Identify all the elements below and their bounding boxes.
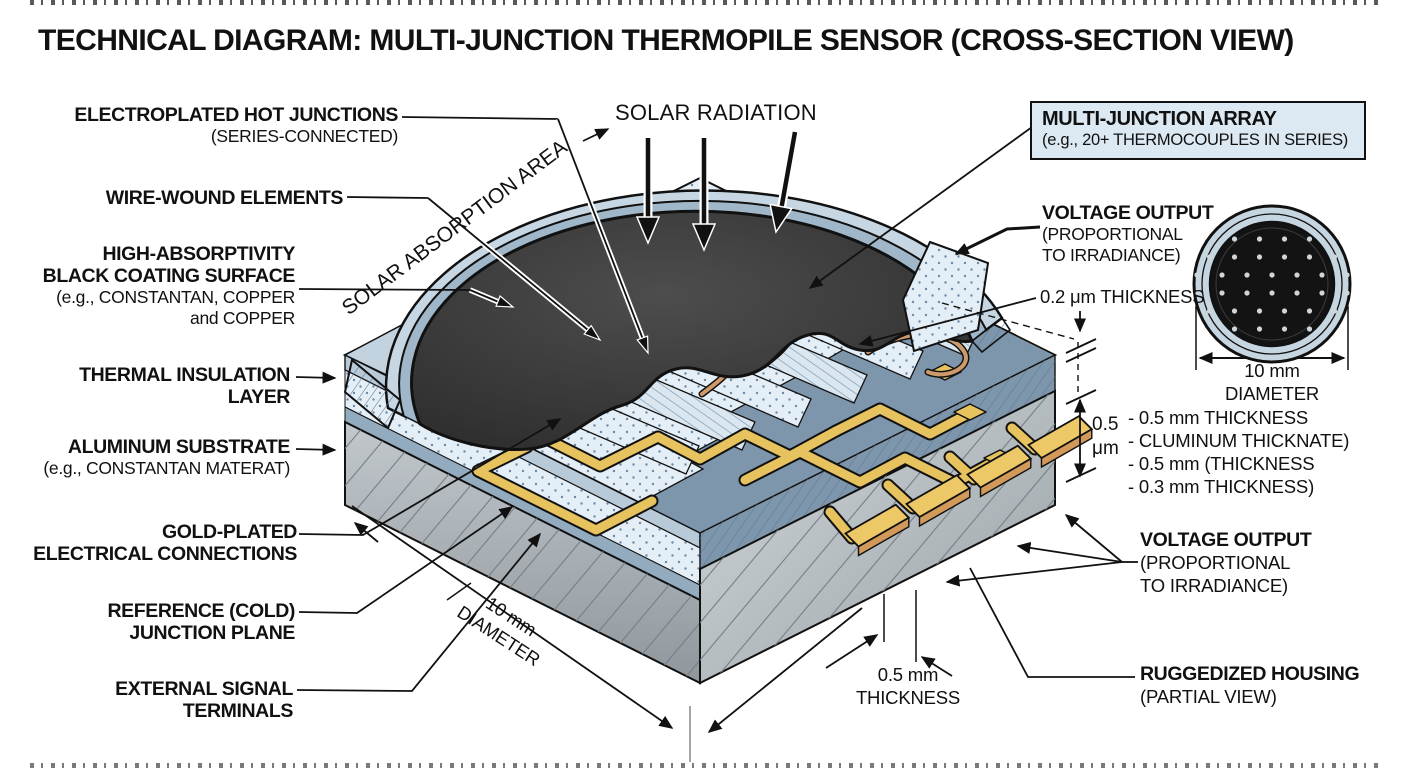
callout-gold-plated: GOLD-PLATED ELECTRICAL CONNECTIONS <box>33 521 297 565</box>
callout-multi-junction-array: MULTI-JUNCTION ARRAY (e.g., 20+ THERMOCO… <box>1030 101 1366 160</box>
gold-traces <box>471 363 1042 545</box>
terminal-finger <box>844 503 911 557</box>
dome-right-cut <box>970 316 1012 354</box>
absorption-pointer <box>582 128 610 142</box>
terminal-fingers <box>844 415 1094 557</box>
cased-leader <box>555 118 649 355</box>
callout-solar-radiation: SOLAR RADIATION <box>615 100 817 125</box>
cased-leader <box>426 195 602 342</box>
absorber-dome <box>343 189 1012 451</box>
solar-arrow <box>691 138 717 252</box>
page-title: TECHNICAL DIAGRAM: MULTI-JUNCTION THERMO… <box>38 24 1294 57</box>
callout-black-coating: HIGH-ABSORPTIVITY BLACK COATING SURFACE … <box>42 243 296 328</box>
callout-external-terminals: EXTERNAL SIGNAL TERMINALS <box>115 678 293 722</box>
callout-aluminum-substrate: ALUMINUM SUBSTRATE (e.g., CONSTANTAN MAT… <box>43 436 290 478</box>
terminal-finger <box>966 444 1033 498</box>
callout-05um: 0.5 μm <box>1092 414 1119 459</box>
callout-electroplated-hot-junctions: ELECTROPLATED HOT JUNCTIONS (SERIES-CONN… <box>74 104 398 146</box>
callout-thermal-insulation: THERMAL INSULATION LAYER <box>79 364 290 408</box>
callout-topview-diameter: 10 mm DIAMETER <box>1225 360 1319 404</box>
thermocouple-dot-grid <box>1194 236 1350 332</box>
callout-wire-wound-elements: WIRE-WOUND ELEMENTS <box>105 187 344 209</box>
callout-ruggedized-housing: RUGGEDIZED HOUSING (PARTIAL VIEW) <box>1140 663 1360 707</box>
leader-lines <box>295 116 1138 692</box>
sensor-top-view <box>1192 204 1352 364</box>
terminal-finger <box>905 474 972 528</box>
callout-base-thickness: 0.5 mm THICKNESS <box>855 664 961 708</box>
solar-arrow <box>635 138 661 245</box>
solar-arrows <box>635 131 800 252</box>
solar-arrow <box>769 131 800 234</box>
rim-base-wedge <box>901 240 990 353</box>
callout-02um-thickness: 0.2 μm THICKNESS <box>1040 286 1205 307</box>
callout-reference-cold-junction: REFERENCE (COLD) JUNCTION PLANE <box>107 600 295 644</box>
callout-voltage-output-bottom: VOLTAGE OUTPUT (PROPORTIONAL TO IRRADIAN… <box>1140 529 1312 596</box>
cropped-text-strip-top <box>30 0 1378 5</box>
dome-left-cut <box>343 358 402 430</box>
cropped-text-strip-bottom <box>30 763 1378 768</box>
cased-leader <box>468 287 515 308</box>
callout-spec-list: - 0.5 mm THICKNESS - CLUMINUM THICKNATE)… <box>1128 407 1350 497</box>
callout-voltage-output-right: VOLTAGE OUTPUT (PROPORTIONAL TO IRRADIAN… <box>1042 202 1214 265</box>
black-absorber-disc <box>410 209 975 451</box>
